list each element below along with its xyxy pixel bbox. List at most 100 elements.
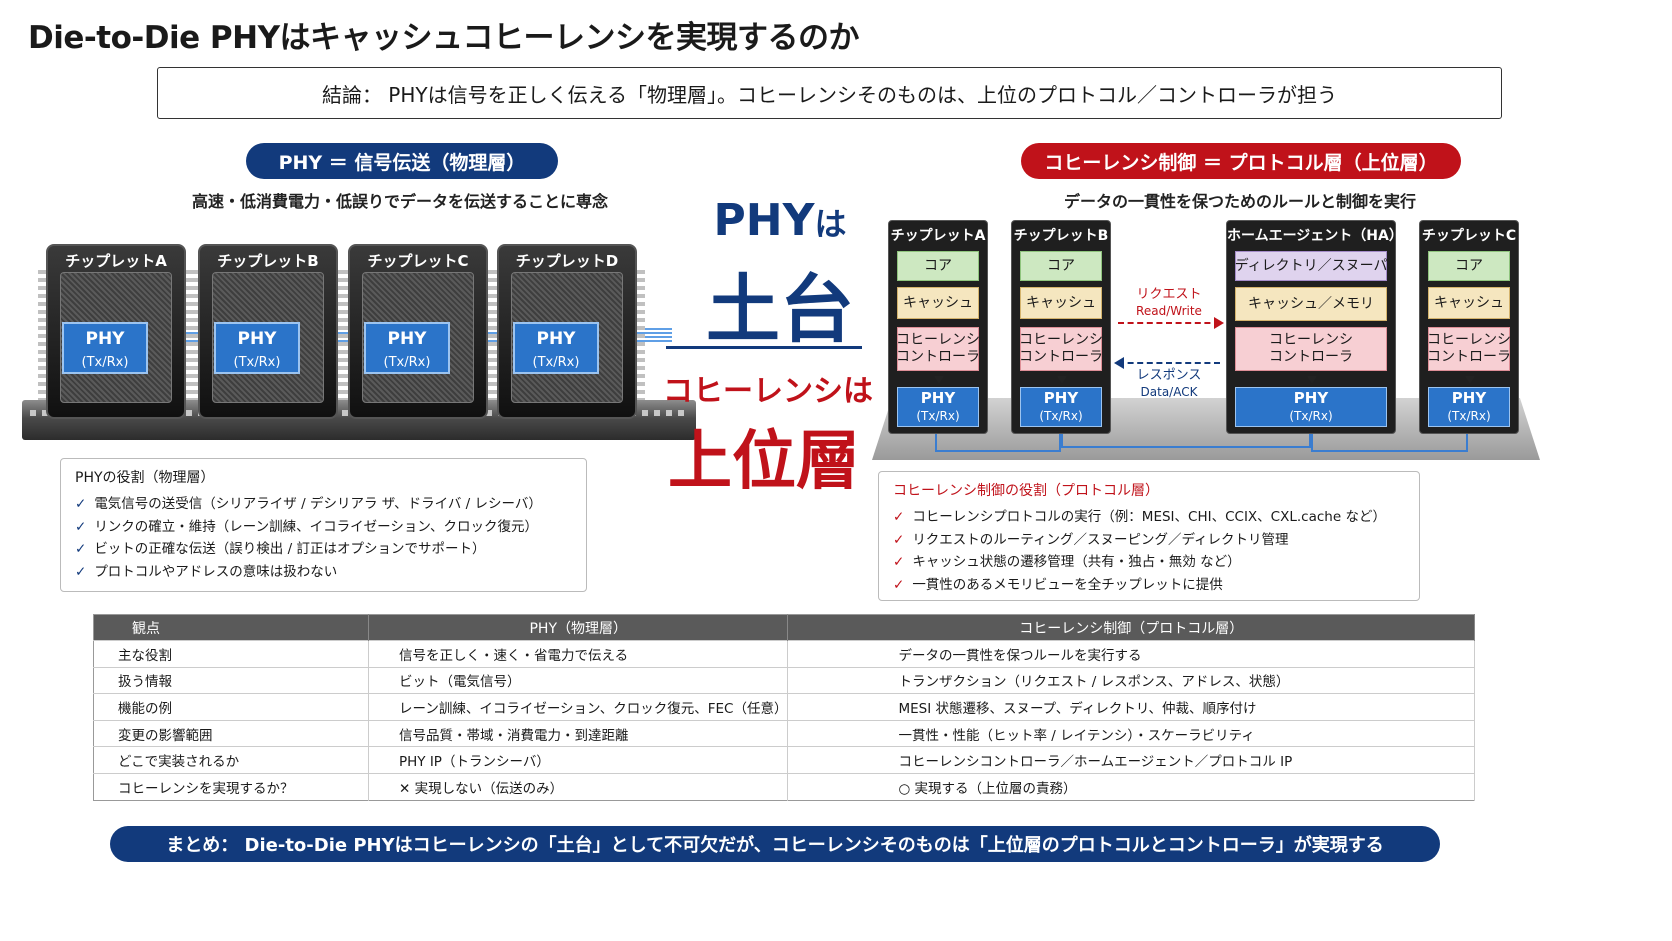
table-row: コヒーレンシを実現するか？✕ 実現しない（伝送のみ）○ 実現する（上位層の責務）	[93, 772, 1475, 801]
table-cell: ○ 実現する（上位層の責務）	[787, 772, 1475, 801]
cache-block: キャッシュ	[1020, 287, 1102, 319]
list-item: ✓電気信号の送受信（シリアライザ / デシリアラ ザ、ドライバ / レシーバ）	[75, 496, 542, 512]
core-block: コア	[897, 251, 979, 281]
check-icon: ✓	[893, 509, 905, 525]
coherency-subtitle: データの一貫性を保つためのルールと制御を実行	[1063, 192, 1416, 211]
table-cell: MESI 状態遷移、スヌープ、ディレクトリ、仲裁、順序付け	[787, 693, 1475, 721]
list-item: ✓ビットの正確な伝送（誤り検出 / 訂正はオプションでサポート）	[75, 541, 486, 557]
phy-block: PHY(Tx/Rx)	[1020, 387, 1102, 427]
response-arrow	[1114, 357, 1220, 369]
phy-block: PHY(Tx/Rx)	[214, 322, 300, 374]
down-arrow-icon	[934, 376, 944, 384]
cache-block: キャッシュ	[897, 287, 979, 319]
phy-wire	[1061, 430, 1311, 448]
summary-text: まとめ： Die-to-Die PHYはコヒーレンシの「土台」として不可欠だが、…	[166, 835, 1384, 856]
down-arrow-icon	[1307, 376, 1317, 384]
check-icon: ✓	[75, 563, 87, 580]
rchiplet-title: チップレットA	[890, 228, 986, 244]
chiplet-title: チップレットC	[367, 252, 469, 270]
table-header-row: 観点 PHY（物理層） コヒーレンシ制御（プロトコル層）	[93, 614, 1475, 641]
phy-subtitle: 高速・低消費電力・低誤りでデータを伝送することに専念	[191, 192, 608, 211]
conclusion-box: 結論： PHYは信号を正しく伝える「物理層」。コヒーレンシそのものは、上位のプロ…	[157, 67, 1502, 119]
table-row: 主な役割信号を正しく・速く・省電力で伝えるデータの一貫性を保つルールを実行する	[93, 640, 1475, 668]
core-block: コア	[1020, 251, 1102, 281]
column-header: 観点	[93, 614, 369, 641]
rchiplet-title: チップレットB	[1013, 228, 1109, 244]
summary-banner: まとめ： Die-to-Die PHYはコヒーレンシの「土台」として不可欠だが、…	[110, 826, 1440, 862]
center-upper-layer: 上位層	[668, 425, 860, 499]
chiplet-title: チップレットB	[217, 252, 319, 270]
table-cell: 変更の影響範囲	[93, 719, 369, 747]
phy-block: PHY(Tx/Rx)	[897, 387, 979, 427]
chiplet-a: チップレットA PHY(Tx/Rx)	[38, 244, 194, 419]
center-foundation: 土台	[706, 267, 854, 353]
phy-heading-pill: PHY ＝ 信号伝送（物理層）	[246, 143, 558, 179]
request-arrow	[1118, 317, 1224, 329]
phy-block: PHY(Tx/Rx)	[1428, 387, 1510, 427]
chiplet-c: チップレットC PHY(Tx/Rx)	[340, 244, 496, 419]
table-cell: 主な役割	[93, 640, 369, 668]
phy-block: PHY(Tx/Rx)	[1235, 387, 1387, 427]
conclusion-text: 結論： PHYは信号を正しく伝える「物理層」。コヒーレンシそのものは、上位のプロ…	[321, 82, 1338, 107]
check-icon: ✓	[75, 541, 87, 557]
table-cell: 扱う情報	[93, 666, 369, 694]
table-cell: トランザクション（リクエスト / レスポンス、アドレス、状態）	[787, 666, 1475, 694]
phy-block: PHY(Tx/Rx)	[62, 322, 148, 374]
phy-role-box: PHYの役割（物理層） ✓電気信号の送受信（シリアライザ / デシリアラ ザ、ド…	[60, 458, 587, 592]
down-arrow-icon	[1465, 376, 1475, 384]
coherency-controller-block: コヒーレンシ コントローラ	[1235, 327, 1387, 371]
phy-role-heading: PHYの役割（物理層）	[75, 470, 215, 486]
table-cell: データの一貫性を保つルールを実行する	[787, 640, 1475, 668]
check-icon: ✓	[893, 554, 905, 570]
table-cell: コヒーレンシコントローラ／ホームエージェント／プロトコル IP	[787, 746, 1475, 774]
home-agent: ホームエージェント（HA） ディレクトリ／スヌーパ キャッシュ／メモリ コヒーレ…	[1226, 220, 1403, 434]
table-row: 扱う情報ビット（電気信号）トランザクション（リクエスト / レスポンス、アドレス…	[93, 666, 1475, 694]
table-cell: ビット（電気信号）	[368, 666, 789, 694]
table-cell: コヒーレンシを実現するか？	[93, 772, 369, 801]
table-cell: 信号を正しく・速く・省電力で伝える	[368, 640, 789, 668]
comparison-table: 観点 PHY（物理層） コヒーレンシ制御（プロトコル層） 主な役割信号を正しく・…	[93, 614, 1475, 801]
phy-wire	[1311, 430, 1468, 452]
core-block: コア	[1428, 251, 1510, 281]
table-cell: ✕ 実現しない（伝送のみ）	[368, 772, 789, 801]
phy-block: PHY(Tx/Rx)	[364, 322, 450, 374]
rchiplet-b: チップレットB コア キャッシュ コヒーレンシ コントローラ PHY(Tx/Rx…	[1011, 220, 1111, 434]
chiplet-title: チップレットD	[515, 252, 619, 270]
cache-block: キャッシュ	[1428, 287, 1510, 319]
check-icon: ✓	[893, 576, 905, 593]
list-item: ✓プロトコルやアドレスの意味は扱わない	[75, 563, 338, 580]
coherency-heading-pill: コヒーレンシ制御 ＝ プロトコル層（上位層）	[1021, 143, 1461, 179]
page-title: Die-to-Die PHYはキャッシュコヒーレンシを実現するのか	[28, 20, 860, 56]
home-agent-title: ホームエージェント（HA）	[1227, 228, 1403, 244]
column-header: PHY（物理層）	[368, 614, 789, 641]
table-cell: 一貫性・性能（ヒット率 / レイテンシ）・スケーラビリティ	[787, 719, 1475, 747]
rchiplet-a: チップレットA コア キャッシュ コヒーレンシ コントローラ PHY(Tx/Rx…	[888, 220, 988, 434]
list-item: ✓キャッシュ状態の遷移管理（共有・独占・無効 など）	[893, 554, 1241, 570]
table-row: 変更の影響範囲信号品質・帯域・消費電力・到達距離一貫性・性能（ヒット率 / レイ…	[93, 719, 1475, 747]
phy-wire	[935, 430, 1061, 452]
table-cell: どこで実装されるか	[93, 746, 369, 774]
chiplet-d: チップレットD PHY(Tx/Rx)	[489, 244, 645, 419]
check-icon: ✓	[75, 496, 87, 512]
coherency-controller-block: コヒーレンシ コントローラ	[1427, 327, 1511, 371]
chiplet-title: チップレットA	[65, 252, 167, 270]
table-cell: レーン訓練、イコライゼーション、クロック復元、FEC（任意）	[368, 693, 789, 721]
coherency-role-box: コヒーレンシ制御の役割（プロトコル層） ✓コヒーレンシプロトコルの実行（例：ME…	[878, 471, 1420, 601]
coherency-controller-block: コヒーレンシ コントローラ	[1019, 327, 1103, 371]
chiplet-b: チップレットB PHY(Tx/Rx)	[190, 244, 346, 419]
table-cell: PHY IP（トランシーバ）	[368, 746, 789, 774]
down-arrow-icon	[1057, 376, 1067, 384]
coherency-controller-block: コヒーレンシ コントローラ	[896, 327, 980, 371]
list-item: ✓リンクの確立・維持（レーン訓練、イコライゼーション、クロック復元）	[75, 518, 539, 535]
table-cell: 信号品質・帯域・消費電力・到達距離	[368, 719, 789, 747]
list-item: ✓一貫性のあるメモリビューを全チップレットに提供	[893, 576, 1223, 593]
table-row: 機能の例レーン訓練、イコライゼーション、クロック復元、FEC（任意）MESI 状…	[93, 693, 1475, 721]
column-header: コヒーレンシ制御（プロトコル層）	[787, 614, 1475, 641]
center-coherency-is: コヒーレンシは	[663, 374, 873, 409]
rchiplet-c: チップレットC コア キャッシュ コヒーレンシ コントローラ PHY(Tx/Rx…	[1419, 220, 1519, 434]
coherency-role-heading: コヒーレンシ制御の役割（プロトコル層）	[893, 483, 1159, 499]
directory-block: ディレクトリ／スヌーパ	[1235, 251, 1387, 281]
